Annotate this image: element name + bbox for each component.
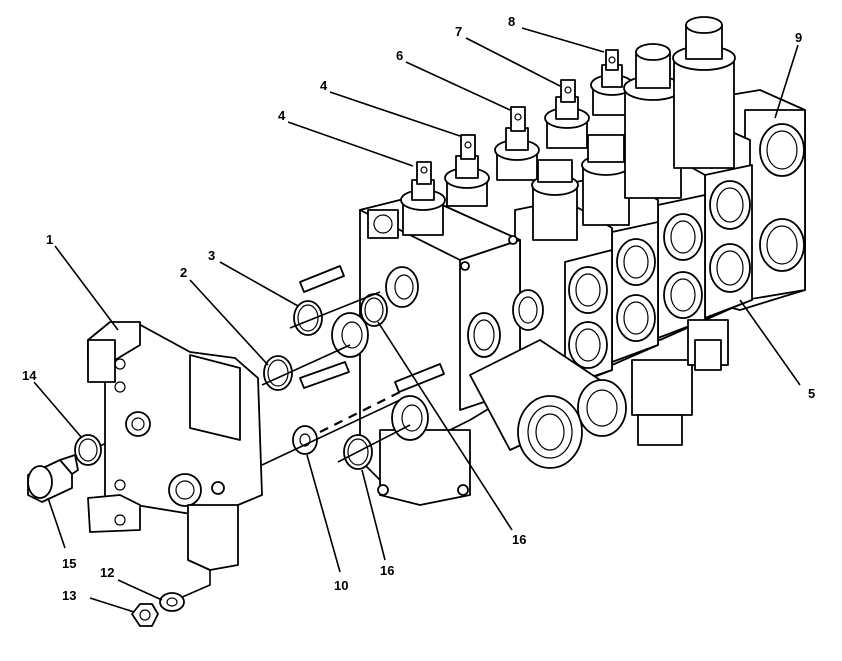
relief-valve-c [623,43,683,199]
valve-assembly [331,16,806,506]
relief-valve-a [531,159,579,241]
callout-7: 7 [455,24,462,39]
port-fitting-front [469,339,627,469]
callout-12: 12 [100,565,114,580]
callout-16-lower: 16 [380,563,394,578]
spool-5 [590,49,634,116]
spool-3 [494,106,540,181]
callout-8: 8 [508,14,515,29]
relief-valve-b [581,134,631,226]
callout-10: 10 [334,578,348,593]
callout-16-right: 16 [512,532,526,547]
washer-12 [159,592,185,612]
callout-5: 5 [808,386,815,401]
inlet-section [331,194,544,506]
callout-labels: 1 2 3 4 4 5 6 7 8 9 10 12 13 14 15 16 16 [22,14,815,603]
relief-valve-d [672,16,736,169]
callout-2: 2 [180,265,187,280]
callout-1: 1 [46,232,53,247]
spool-4 [544,79,590,149]
callout-3: 3 [208,248,215,263]
callout-4-lower: 4 [278,108,286,123]
callout-14: 14 [22,368,37,383]
plug-15 [27,454,79,503]
leader-lines [33,27,801,613]
spool-1 [400,161,446,236]
callout-4-upper: 4 [320,78,328,93]
callout-6: 6 [396,48,403,63]
callout-9: 9 [795,30,802,45]
studs [299,265,445,393]
callout-15: 15 [62,556,76,571]
spool-2 [444,134,490,207]
seal-rings [74,293,388,470]
end-cover-plate [87,321,263,571]
nut-13 [131,603,159,627]
callout-13: 13 [62,588,76,603]
bottom-relief-valves [631,319,729,446]
